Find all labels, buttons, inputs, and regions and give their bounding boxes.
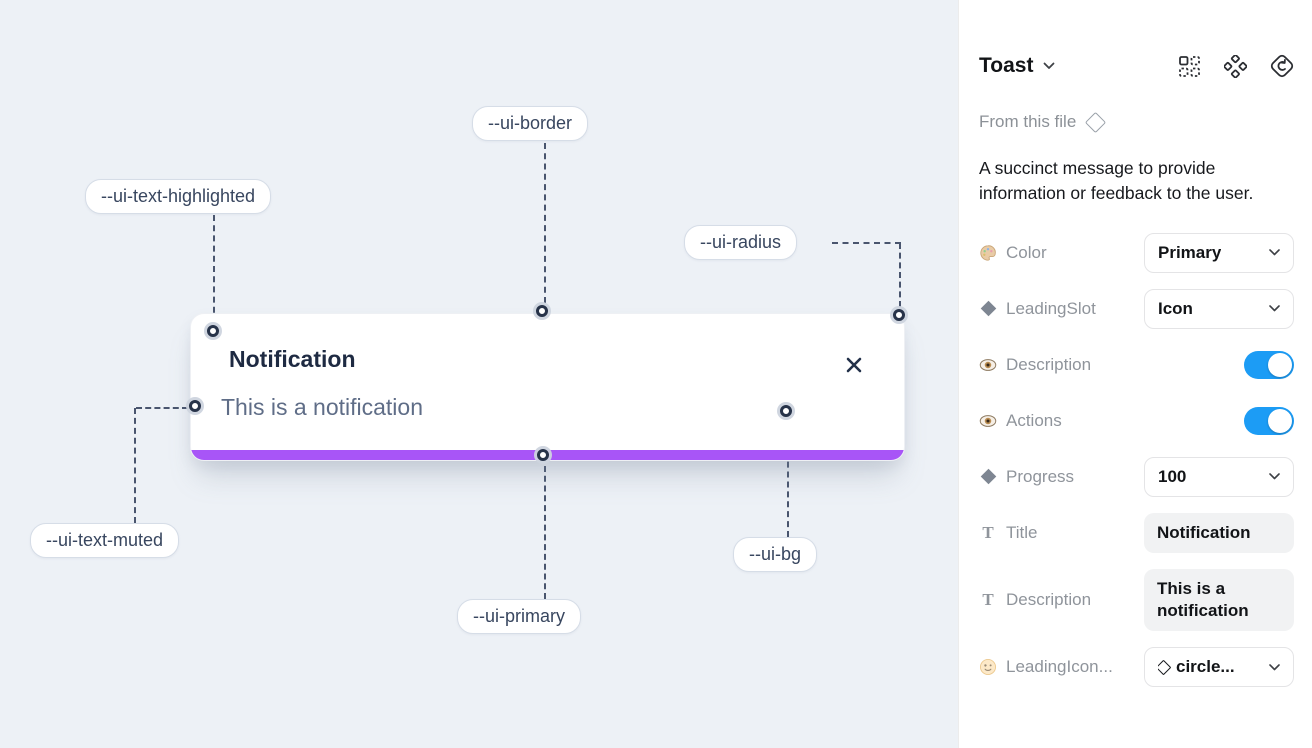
connector-dot-text-muted [189,400,201,412]
component-title: Toast [979,54,1034,77]
toast-title: Notification [229,346,356,372]
toast-close-button[interactable] [842,354,866,378]
connector-dot-primary [537,449,549,461]
toast-component-preview: Notification This is a notification [190,313,905,461]
prop-row-leadingslot: LeadingSlot Icon [979,288,1294,329]
annotation-ui-bg: --ui-bg [733,537,818,572]
leader-line-ui-radius [899,243,901,307]
eye-icon [979,356,997,374]
chevron-down-icon [1269,305,1280,312]
prop-row-description-text: T Description This is a notification [979,568,1294,632]
prop-name: LeadingSlot [1006,298,1096,318]
panel-toolbar [1178,54,1294,78]
go-to-main-component-icon[interactable] [1270,54,1294,78]
text-icon: T [982,522,994,542]
chevron-down-icon [1269,249,1280,256]
prop-row-actions-toggle: Actions [979,401,1294,441]
leader-line-ui-bg [787,422,789,537]
smiley-icon [979,658,997,676]
prop-name: Color [1006,242,1047,262]
annotation-ui-radius: --ui-radius [684,225,798,260]
chevron-down-icon [1043,57,1055,75]
progress-select[interactable]: 100 [1144,456,1294,497]
toast-description: This is a notification [221,394,423,420]
description-toggle[interactable] [1244,350,1294,379]
prop-name: Title [1006,522,1038,542]
variant-diamond-icon [979,468,997,485]
instance-diamond-icon [1158,659,1172,675]
variant-diamond-icon [979,300,997,317]
panel-header: Toast [979,54,1294,78]
prop-name: Description [1006,354,1092,374]
prop-row-leadingicon: LeadingIcon... circle... [979,647,1294,688]
design-canvas: Notification This is a notification --ui… [0,0,958,748]
leader-line-ui-text-highlighted [213,215,215,323]
annotation-ui-text-highlighted: --ui-text-highlighted [85,179,272,214]
leader-line-ui-text-muted [136,407,188,409]
component-icon[interactable] [1224,54,1247,78]
chevron-down-icon [1269,663,1280,671]
leader-line-ui-text-muted [134,408,136,523]
connector-dot-bg [780,405,792,417]
eye-icon [979,412,997,430]
leader-line-ui-radius [832,242,901,244]
prop-row-color: Color Primary [979,232,1294,273]
component-description: A succinct message to provide informatio… [979,158,1254,204]
prop-name: LeadingIcon... [1006,657,1113,677]
palette-icon [979,244,997,262]
inspector-panel: Toast [958,0,1312,748]
prop-row-title: T Title Notification [979,512,1294,553]
annotation-ui-text-muted: --ui-text-muted [30,523,180,558]
leadingicon-select[interactable]: circle... [1144,647,1294,688]
annotation-ui-primary: --ui-primary [457,599,581,634]
chevron-down-icon [1269,473,1280,480]
prop-name: Actions [1006,410,1062,430]
text-icon: T [982,589,994,609]
prop-name: Progress [1006,466,1075,486]
source-label: From this file [979,112,1077,131]
description-field[interactable]: This is a notification [1144,568,1294,632]
title-field[interactable]: Notification [1144,512,1294,553]
leadingslot-select[interactable]: Icon [1144,288,1294,329]
prop-row-description-toggle: Description [979,345,1294,385]
connector-dot-border [536,305,548,317]
connector-dot-radius [893,309,905,321]
actions-toggle[interactable] [1244,406,1294,435]
annotation-ui-border: --ui-border [472,106,589,141]
prop-name: Description [1006,589,1092,609]
property-list: Color Primary LeadingSlot Icon [979,232,1294,688]
leader-line-ui-primary [544,466,546,599]
close-icon [843,357,865,379]
component-diamond-icon [1085,111,1107,133]
connector-dot-text-highlighted [207,325,219,337]
prop-row-progress: Progress 100 [979,456,1294,497]
component-title-dropdown[interactable]: Toast [979,54,1055,78]
color-select[interactable]: Primary [1144,232,1294,273]
swap-instance-icon[interactable] [1178,55,1201,78]
leader-line-ui-border [544,143,546,303]
source-row: From this file [979,111,1294,133]
